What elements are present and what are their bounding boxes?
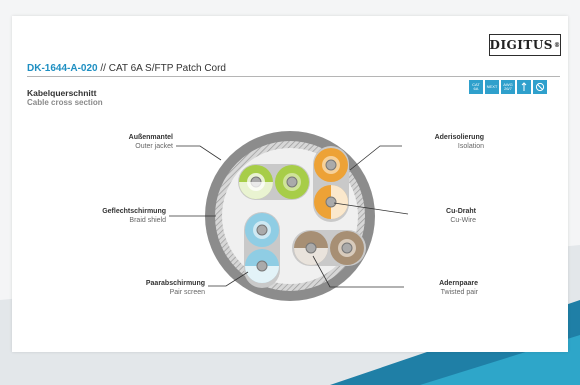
label-outer-jacket: Außenmantel Outer jacket (98, 133, 173, 151)
pair-blue (244, 212, 280, 288)
label-insulation-en: Isolation (457, 143, 484, 150)
section-title-en: Cable cross section (27, 98, 103, 107)
header-divider (27, 76, 560, 77)
label-cu-wire-en: Cu-Wire (450, 217, 476, 224)
label-pair-screen-de: Paarabschirmung (145, 280, 205, 287)
product-line: DK-1644-A-020 // CAT 6A S/FTP Patch Cord (27, 63, 226, 74)
brand-name: DIGITUS (489, 38, 553, 52)
leader-insulation (349, 145, 402, 171)
no-symbol-icon (535, 82, 545, 92)
label-twisted-pair-en: Twisted pair (440, 289, 478, 296)
label-twisted-pair: Adernpaare Twisted pair (406, 279, 478, 297)
leader-lines (169, 145, 409, 288)
brand-logo: DIGITUS® (489, 34, 561, 56)
label-braid-shield: Geflechtschirmung Braid shield (78, 207, 166, 225)
leader-cu-wire (333, 202, 409, 215)
cable-badge (517, 80, 531, 94)
label-cu-wire-de: Cu-Draht (446, 208, 476, 215)
product-description: CAT 6A S/FTP Patch Cord (108, 63, 226, 74)
next-badge: NEXT (485, 80, 499, 94)
label-cu-wire: Cu-Draht Cu-Wire (410, 207, 476, 225)
label-braid-shield-de: Geflechtschirmung (102, 208, 166, 215)
registered-mark: ® (553, 41, 561, 49)
feature-badges: CAT 6A NEXT AWG 26/7 (469, 80, 547, 94)
label-pair-screen-en: Pair screen (169, 289, 205, 296)
label-insulation-de: Aderisolierung (434, 134, 484, 141)
cable-icon (521, 82, 527, 91)
product-separator: // (100, 63, 106, 74)
leader-outer-jacket (176, 145, 222, 161)
cat6a-badge: CAT 6A (469, 80, 483, 94)
label-braid-shield-en: Braid shield (129, 217, 166, 224)
label-insulation: Aderisolierung Isolation (404, 133, 484, 151)
label-outer-jacket-en: Outer jacket (135, 143, 173, 150)
pair-green (238, 164, 310, 200)
label-pair-screen: Paarabschirmung Pair screen (118, 279, 205, 297)
leader-twisted-pair (312, 255, 404, 288)
section-title-de: Kabelquerschnitt (27, 88, 97, 98)
pair-brown (292, 230, 366, 266)
label-twisted-pair-de: Adernpaare (439, 280, 478, 287)
leader-pair-screen (208, 271, 249, 287)
product-code: DK-1644-A-020 (27, 63, 98, 74)
halogen-free-badge (533, 80, 547, 94)
awg-badge: AWG 26/7 (501, 80, 515, 94)
label-outer-jacket-de: Außenmantel (128, 134, 173, 141)
pair-orange (313, 146, 349, 222)
